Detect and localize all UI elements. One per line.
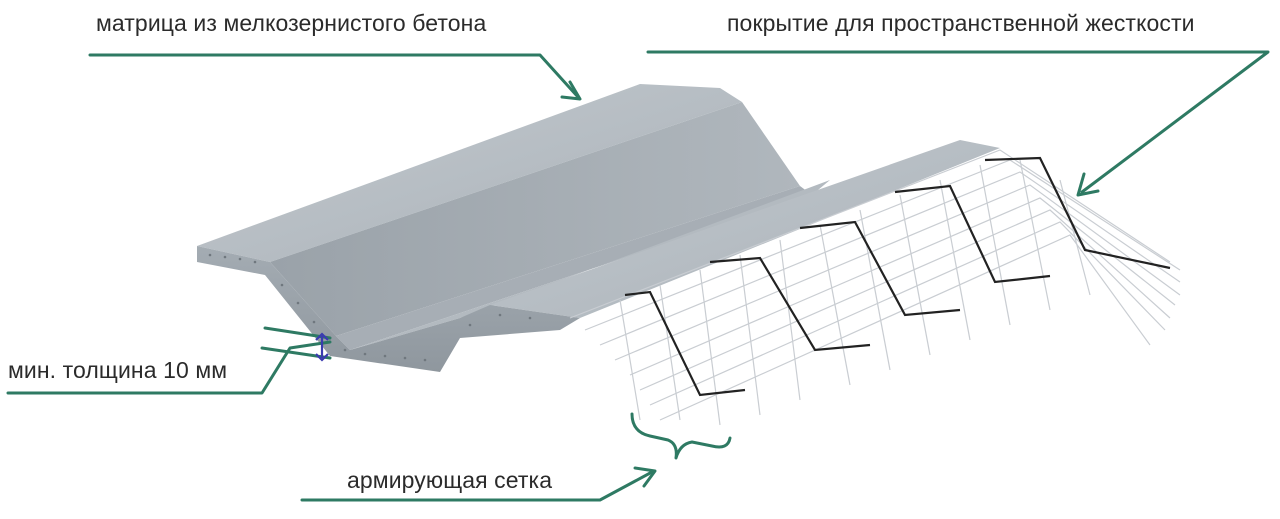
edge-texture-dots [208, 253, 532, 362]
label-coating: покрытие для пространственной жесткости [727, 10, 1195, 36]
arrowhead-matrix [560, 80, 582, 101]
concrete-slope [270, 102, 800, 336]
leader-coating [646, 50, 1270, 194]
leader-lines [6, 50, 1270, 502]
thickness-marker [315, 332, 329, 362]
concrete-upper-plateau [197, 84, 742, 262]
label-mesh: армирующая сетка [347, 467, 553, 493]
leader-matrix [88, 53, 580, 99]
arrowhead-mesh [633, 466, 657, 488]
mesh-brace [630, 412, 732, 460]
concrete-valley-floor [336, 186, 812, 350]
concrete-right-plateau [490, 140, 1000, 318]
leader-thickness [6, 340, 332, 395]
concrete-front-edge [197, 246, 580, 372]
arrowhead-coating [1076, 172, 1100, 197]
label-thickness: мин. толщина 10 мм [8, 357, 228, 383]
label-matrix: матрица из мелкозернистого бетона [96, 10, 487, 36]
carbon-strands [624, 156, 1171, 397]
leader-mesh [300, 470, 654, 502]
